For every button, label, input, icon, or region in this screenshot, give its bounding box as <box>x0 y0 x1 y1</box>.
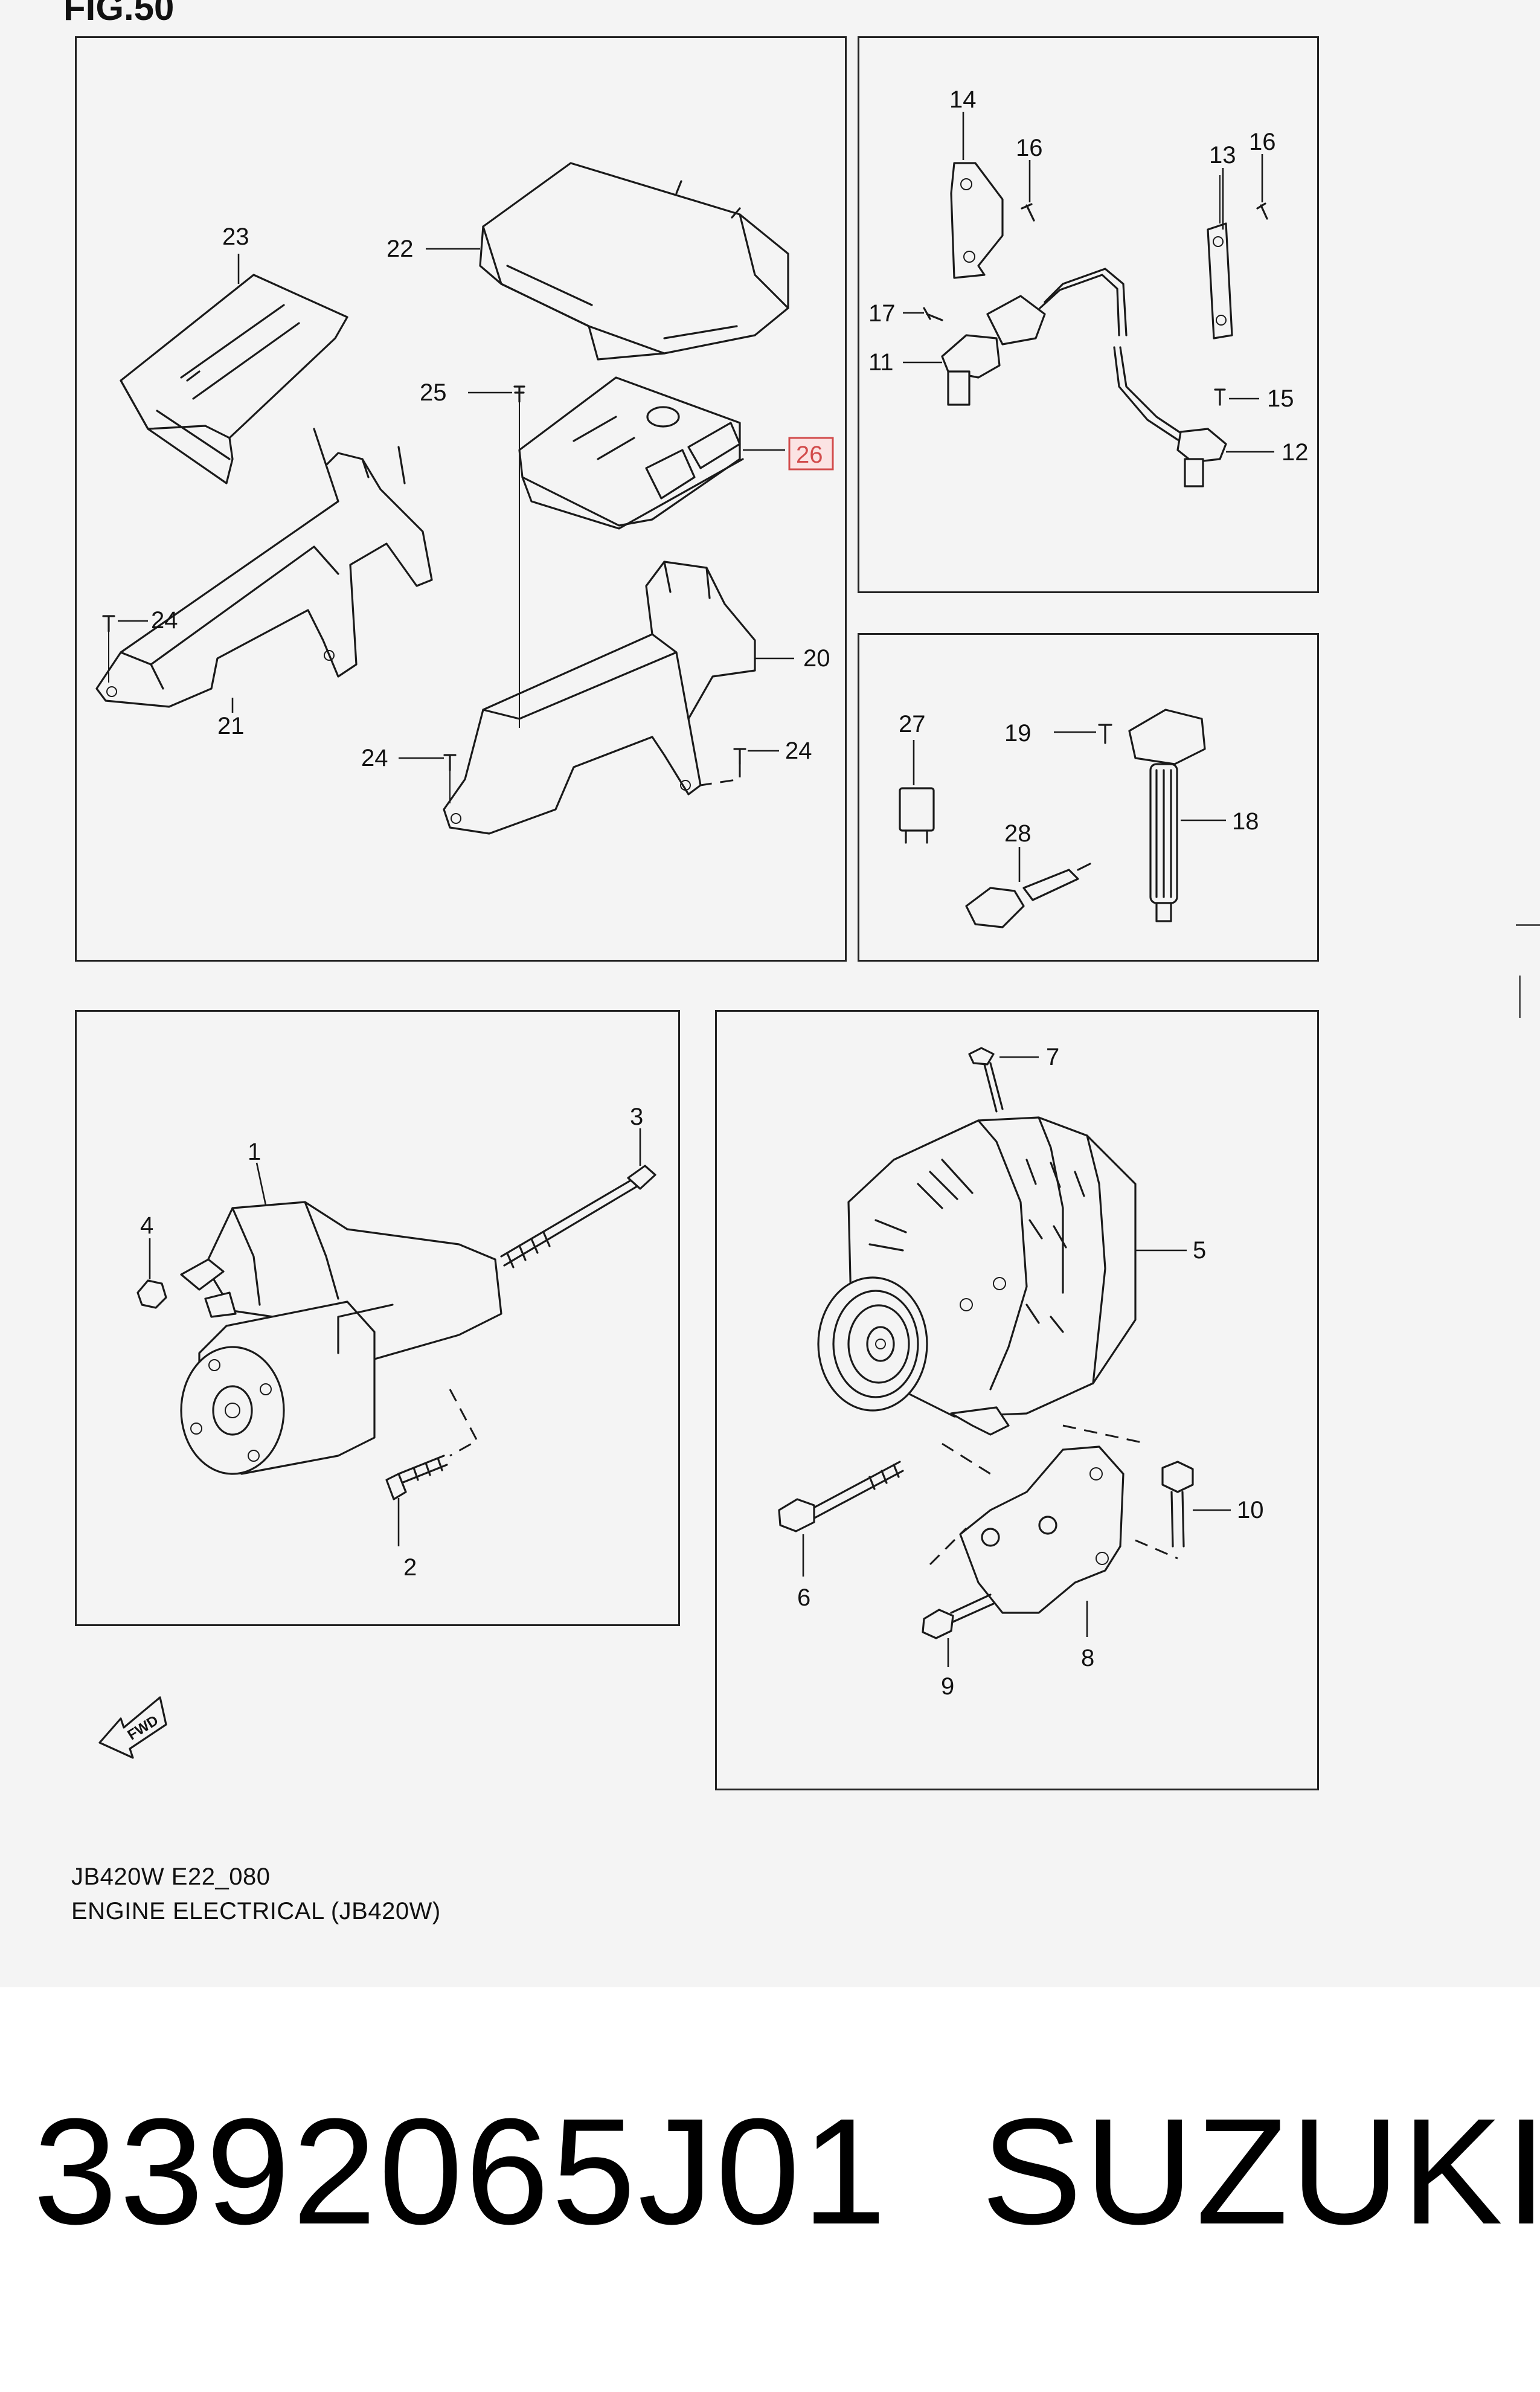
alternator-bolt-6-drawing <box>778 1442 991 1577</box>
ecm-bracket-left-drawing <box>95 428 433 708</box>
callout-label-16b: 16 <box>1249 129 1276 155</box>
sensor-bracket-13-drawing <box>1207 175 1233 339</box>
callout-label-25: 25 <box>420 379 447 406</box>
diagram-title: ENGINE ELECTRICAL (JB420W) <box>71 1898 441 1924</box>
ecm-module-drawing <box>518 376 744 530</box>
exploded-view-drawing: 23 22 25 26 24 20 21 24 24 <box>95 86 1309 1759</box>
callout-label-1: 1 <box>248 1139 261 1165</box>
panel-sensors <box>858 36 1319 593</box>
callout-label-11: 11 <box>868 349 894 376</box>
fwd-arrow-icon: FWD <box>98 1696 167 1759</box>
brand-name: SUZUKI <box>981 2087 1540 2255</box>
figure-tag: FIG.50 <box>63 0 175 28</box>
callout-label-3: 3 <box>630 1104 643 1130</box>
alternator-bolt-7-drawing <box>968 1047 1039 1113</box>
callout-label-5: 5 <box>1193 1237 1206 1264</box>
callout-label-21: 21 <box>217 713 245 739</box>
callout-label-15: 15 <box>1267 385 1294 412</box>
callout-label-10: 10 <box>1237 1497 1264 1523</box>
sensor-bolts-drawing <box>923 202 1268 406</box>
callout-label-4: 4 <box>140 1212 153 1239</box>
callout-label-16a: 16 <box>1016 135 1043 161</box>
callout-label-12: 12 <box>1282 439 1309 466</box>
right-edge-mark-lower <box>1519 976 1521 1018</box>
callout-label-18: 18 <box>1232 808 1259 835</box>
callout-box-26 <box>788 437 834 471</box>
ecm-bracket-right-drawing <box>443 561 756 835</box>
diagram-code: JB420W E22_080 <box>71 1863 271 1890</box>
ignition-bolt-19-drawing <box>1098 724 1112 744</box>
connector-28-drawing <box>965 863 1091 928</box>
callout-label-24c: 24 <box>785 738 812 764</box>
callout-label-20: 20 <box>803 645 830 672</box>
sensor-bracket-14-drawing <box>950 162 1004 279</box>
starter-bolt-2-drawing <box>385 1389 479 1546</box>
callout-label-8: 8 <box>1081 1645 1094 1671</box>
callout-label-27: 27 <box>899 711 926 738</box>
callout-label-22: 22 <box>387 236 414 262</box>
callout-label-19: 19 <box>1004 720 1031 747</box>
callout-label-26: 26 <box>796 442 823 468</box>
right-edge-mark <box>1516 924 1540 926</box>
callout-label-2: 2 <box>403 1554 417 1581</box>
ignition-coil-18-drawing <box>1128 709 1206 922</box>
callout-label-17: 17 <box>868 300 896 327</box>
product-footer <box>0 1987 1540 2392</box>
starter-motor-drawing <box>180 1201 502 1475</box>
part-number: 3392065J01 <box>33 2087 889 2255</box>
parts-diagram-sheet: FIG.50 <box>0 0 1540 1987</box>
alternator-bracket-8-drawing <box>929 1424 1178 1637</box>
starter-bolt-3-drawing <box>500 1165 656 1268</box>
callout-label-6: 6 <box>797 1584 810 1611</box>
ecm-heat-shield-drawing <box>120 274 348 484</box>
callout-label-24b: 24 <box>361 745 388 771</box>
callout-label-13: 13 <box>1209 142 1236 169</box>
crank-sensor-11-drawing <box>941 268 1128 406</box>
panel-starter <box>75 1010 680 1626</box>
alternator-bolt-10-drawing <box>1161 1461 1231 1548</box>
alternator-drawing <box>817 1116 1137 1436</box>
panel-ecm <box>75 36 847 962</box>
callout-label-28: 28 <box>1004 820 1031 847</box>
ecm-bolts-drawing <box>102 385 746 803</box>
callout-label-23: 23 <box>222 223 249 250</box>
starter-nut-4-drawing <box>136 1238 167 1309</box>
alternator-bolt-9-drawing <box>922 1593 995 1667</box>
callout-label-24a: 24 <box>151 607 178 634</box>
callout-label-14: 14 <box>949 86 977 113</box>
ecm-cover-drawing <box>479 162 789 361</box>
panel-ignition <box>858 633 1319 962</box>
ecm-leader-lines <box>118 248 794 759</box>
ignition-leader-lines <box>913 731 1226 882</box>
callout-label-9: 9 <box>941 1673 954 1700</box>
callout-label-7: 7 <box>1046 1044 1059 1070</box>
relay-27-drawing <box>899 787 935 844</box>
cam-sensor-12-drawing <box>1113 346 1227 487</box>
sensor-leader-lines <box>903 112 1274 453</box>
panel-alternator <box>715 1010 1319 1790</box>
starter-leader-lines <box>255 1128 641 1206</box>
